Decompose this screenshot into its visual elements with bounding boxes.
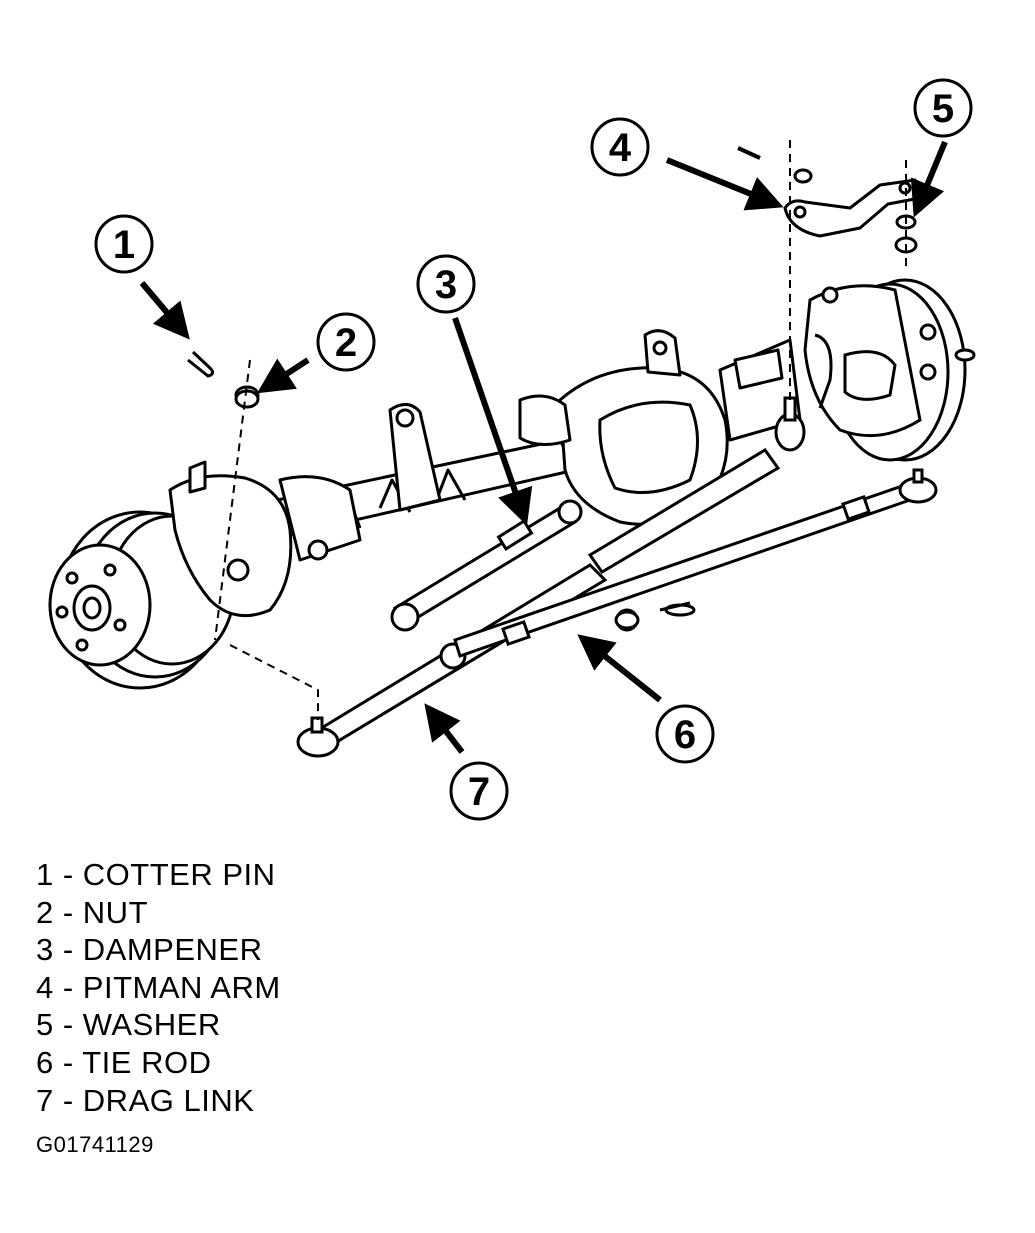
differential [518,329,802,526]
figure-code: G01741129 [36,1132,154,1157]
legend-item: 6 - TIE ROD [36,1044,212,1080]
legend-item: 2 - NUT [36,894,148,930]
legend-item: 5 - WASHER [36,1007,221,1043]
drag-link [296,396,806,758]
washer-parts [737,146,976,362]
castle-nut [234,385,640,630]
parts-legend: 1 - COTTER PIN 2 - NUT 3 - DAMPENER 4 - … [36,856,281,1119]
callout-2-label: 2 [335,321,357,365]
callout-5-label: 5 [932,87,954,131]
legend-item: 1 - COTTER PIN [36,857,276,892]
callout-1-label: 1 [113,223,135,267]
cotter-pin [187,350,691,612]
callout-arrows [139,140,948,754]
callout-7-label: 7 [468,770,490,814]
steering-linkage-illustration: 1 2 3 4 5 6 7 [48,78,976,821]
callout-6-label: 6 [674,713,696,757]
callout-3-label: 3 [435,263,457,307]
legend-item: 4 - PITMAN ARM [36,969,281,1005]
assembly-guide-lines [214,140,907,720]
callout-markers: 1 2 3 4 5 6 7 [94,78,973,821]
legend-item: 3 - DAMPENER [36,932,263,968]
callout-4-label: 4 [609,126,632,170]
legend-item: 7 - DRAG LINK [36,1082,255,1118]
left-steering-knuckle [168,460,362,618]
right-brake-rotor [803,278,967,462]
steering-dampener [390,499,583,632]
